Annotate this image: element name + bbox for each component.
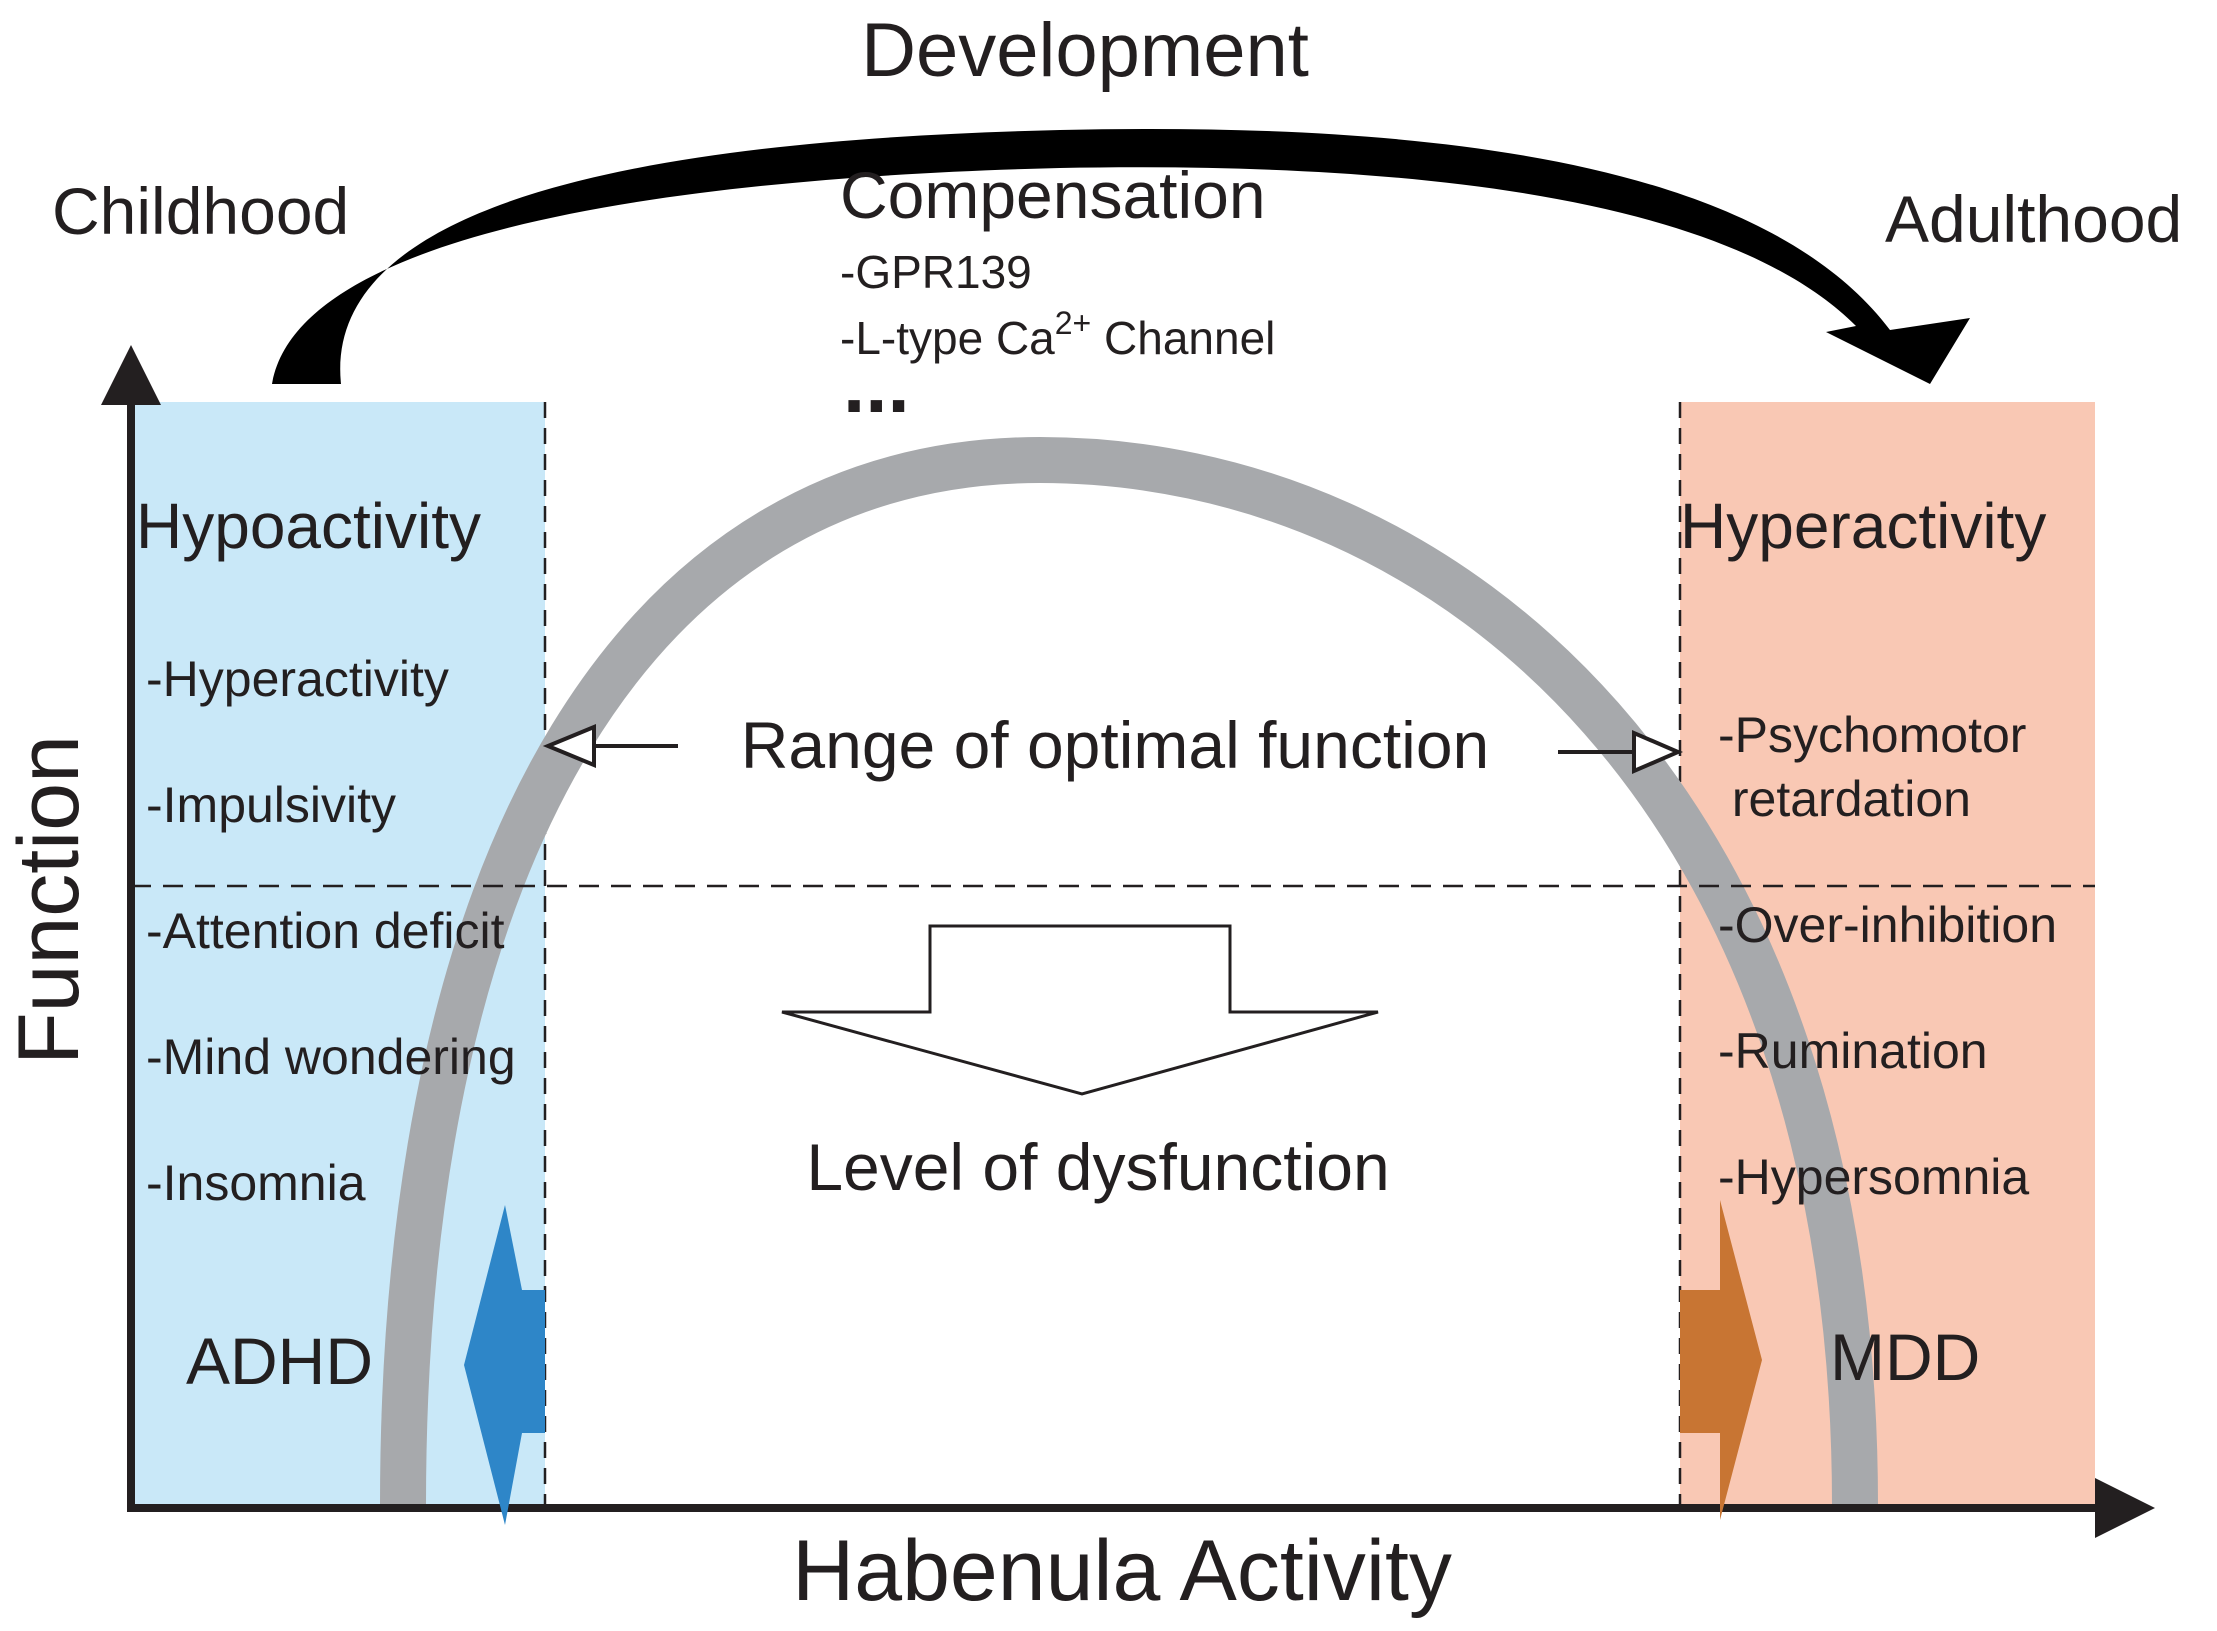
x-axis-label: Habenula Activity — [792, 1523, 1452, 1619]
right-symptom: -Rumination — [1718, 1023, 1988, 1079]
left-symptom: -Mind wondering — [146, 1029, 516, 1085]
development-arc-arrow — [272, 128, 1970, 384]
left-symptom: -Impulsivity — [146, 777, 396, 833]
hyperactivity-heading: Hyperactivity — [1680, 490, 2046, 562]
optimal-range-label: Range of optimal function — [741, 708, 1489, 782]
range-arrow-right-head — [1632, 729, 1684, 775]
compensation-ellipsis: ... — [843, 340, 910, 429]
dysfunction-label: Level of dysfunction — [806, 1130, 1389, 1204]
calcium-channel-suffix: Channel — [1091, 312, 1275, 364]
right-symptom-line2: retardation — [1718, 771, 1971, 827]
mdd-label: MDD — [1830, 1320, 1980, 1394]
compensation-item-calcium-channel: -L-type Ca2+ Channel — [840, 305, 1275, 364]
mdd-right-arrow — [1680, 1200, 1762, 1520]
compensation-heading: Compensation — [840, 158, 1266, 232]
range-arrow-left-head — [542, 724, 596, 768]
childhood-label: Childhood — [52, 174, 349, 248]
y-axis-label: Function — [1, 735, 97, 1065]
x-axis-arrowhead — [2095, 1478, 2155, 1538]
hypoactivity-heading: Hypoactivity — [136, 490, 481, 562]
development-title: Development — [861, 8, 1309, 93]
right-symptom-line1: -Psychomotor — [1718, 707, 2026, 763]
adhd-left-arrow — [464, 1205, 545, 1525]
inverted-u-curve — [380, 436, 1878, 1506]
y-axis-arrowhead — [101, 345, 161, 405]
right-symptom: -Over-inhibition — [1718, 897, 2057, 953]
left-symptom: -Insomnia — [146, 1155, 366, 1211]
adhd-label: ADHD — [186, 1324, 373, 1398]
adulthood-label: Adulthood — [1885, 182, 2182, 256]
left-symptom: -Hyperactivity — [146, 651, 449, 707]
right-symptom: -Hypersomnia — [1718, 1149, 2029, 1205]
calcium-channel-superscript: 2+ — [1055, 305, 1091, 341]
compensation-item-gpr139: -GPR139 — [840, 246, 1032, 298]
dysfunction-down-arrow — [781, 924, 1379, 1096]
left-symptom: -Attention deficit — [146, 903, 505, 959]
calcium-channel-prefix: -L-type Ca — [840, 312, 1055, 364]
